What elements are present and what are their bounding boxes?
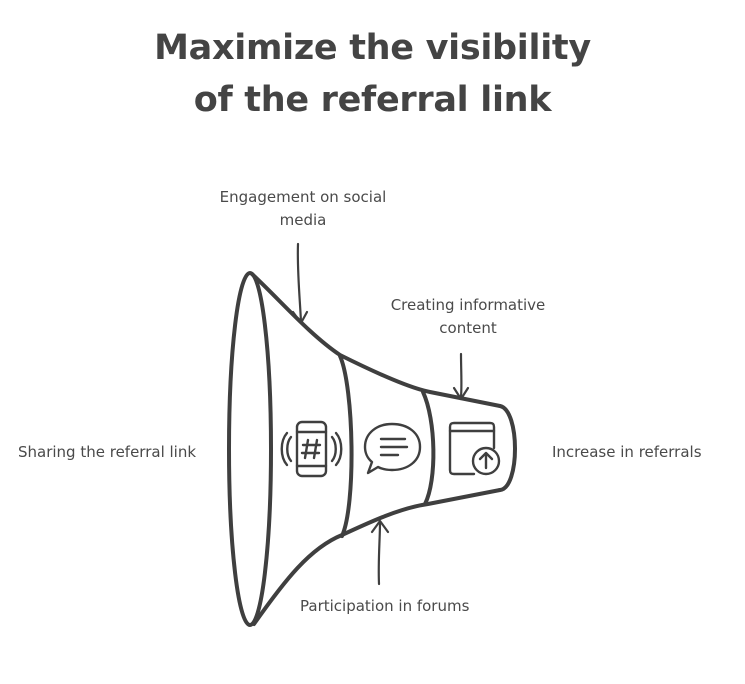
label-increase-referrals: Increase in referrals [552, 443, 702, 461]
title-line-2: of the referral link [193, 80, 552, 120]
phone-hashtag-icon [280, 420, 343, 478]
browser-upload-icon [448, 421, 501, 476]
label-sharing-referral-link: Sharing the referral link [18, 443, 197, 461]
label-social-line-1: Engagement on social [219, 188, 387, 206]
segment-divider-2 [421, 390, 436, 506]
arrow-social [291, 242, 309, 325]
label-content-line-1: Creating informative [390, 296, 546, 314]
label-informative-content: Creating informative content [370, 294, 566, 340]
label-forums: Participation in forums [300, 597, 470, 615]
megaphone-end [498, 404, 517, 492]
label-social-media: Engagement on social media [198, 186, 408, 232]
label-social-line-2: media [279, 211, 327, 229]
megaphone-mouth [227, 271, 273, 627]
chat-bubble-icon [363, 422, 422, 475]
title-line-1: Maximize the visibility [154, 28, 591, 68]
label-content-line-2: content [439, 319, 497, 337]
arrow-forums [370, 519, 390, 586]
segment-divider-1 [338, 354, 354, 538]
page-title: Maximize the visibility of the referral … [0, 22, 745, 126]
arrow-content [452, 352, 470, 401]
